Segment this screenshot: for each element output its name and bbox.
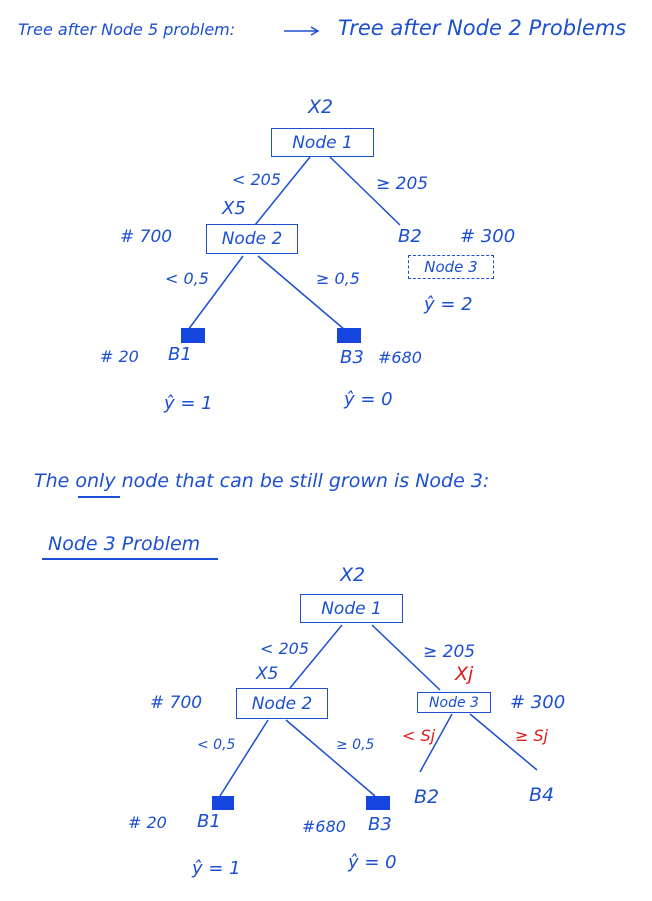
t1-node3-dashed-box: Node 3	[408, 255, 494, 279]
t1-b3-count: #680	[378, 348, 422, 367]
t2-b3-label: B3	[368, 814, 392, 835]
t1-node2-split-right: ≥ 0,5	[316, 269, 360, 288]
t1-b1-count: # 20	[100, 347, 139, 366]
t1-b1-label: B1	[168, 344, 192, 365]
edge-t1-node2-b1	[187, 255, 244, 331]
edge-t2-node3-b4	[469, 713, 538, 771]
header-left-text: Tree after Node 5 problem:	[18, 20, 236, 39]
t1-b3-prediction: ŷ = 0	[344, 389, 393, 410]
t1-node2-var: X5	[222, 198, 246, 219]
t2-node2-var: X5	[256, 664, 279, 684]
t1-root-var: X2	[308, 96, 334, 118]
t2-node3-split-right: ≥ Sj	[515, 726, 549, 745]
edge-t2-node2-b1	[219, 719, 269, 797]
section-heading-underline	[42, 558, 218, 560]
t2-node3-box: Node 3	[417, 692, 491, 713]
t1-b1-leaf	[181, 328, 205, 343]
edge-t1-node1-node2	[254, 156, 311, 226]
t1-node2-count: # 700	[120, 227, 173, 247]
t1-b2-prediction: ŷ = 2	[424, 294, 473, 315]
t2-node2-split-right: ≥ 0,5	[336, 737, 375, 753]
edge-t2-node1-node2	[289, 624, 343, 689]
t2-node3-split-left: < Sj	[402, 726, 436, 745]
edge-t1-node2-b3	[257, 255, 346, 331]
middle-note: The only node that can be still grown is…	[34, 470, 490, 492]
t1-b1-prediction: ŷ = 1	[164, 393, 213, 414]
t2-node1-box: Node 1	[300, 594, 403, 623]
t1-b3-leaf	[337, 328, 361, 343]
t1-b2-count: # 300	[460, 226, 516, 247]
header-right-text: Tree after Node 2 Problems	[338, 16, 627, 40]
header-arrow-line	[284, 26, 320, 36]
t2-b2-label: B2	[414, 786, 440, 808]
t2-node3-count: # 300	[510, 692, 566, 713]
t1-b2-label: B2	[398, 226, 422, 247]
edge-t2-node1-node3	[371, 624, 441, 691]
t2-node2-count: # 700	[150, 693, 203, 713]
t2-node2-box: Node 2	[236, 688, 328, 719]
t1-node1-box: Node 1	[271, 128, 374, 157]
t1-node2-split-left: < 0,5	[165, 269, 209, 288]
t1-node2-box: Node 2	[206, 224, 298, 254]
t1-b3-label: B3	[340, 347, 364, 368]
t2-node3-var: Xj	[455, 663, 474, 685]
t2-split-right: ≥ 205	[423, 642, 476, 662]
t2-root-var: X2	[340, 564, 366, 586]
t2-b1-label: B1	[197, 811, 221, 832]
t2-b3-leaf	[366, 796, 390, 810]
section-heading: Node 3 Problem	[48, 533, 201, 555]
t2-b1-prediction: ŷ = 1	[192, 858, 241, 879]
edge-t1-node1-b2	[329, 156, 401, 226]
t2-b3-prediction: ŷ = 0	[348, 852, 397, 873]
t2-b3-count: #680	[302, 817, 346, 836]
only-underline	[78, 496, 120, 498]
t2-b1-count: # 20	[128, 813, 167, 832]
t1-split-left: < 205	[232, 170, 282, 189]
edge-t2-node2-b3	[285, 719, 376, 797]
edge-t2-node3-b2	[419, 713, 453, 773]
t1-split-right: ≥ 205	[376, 174, 429, 194]
t2-b4-label: B4	[529, 784, 555, 806]
t2-node2-split-left: < 0,5	[197, 737, 236, 753]
t2-split-left: < 205	[260, 639, 310, 658]
t2-b1-leaf	[212, 796, 234, 810]
